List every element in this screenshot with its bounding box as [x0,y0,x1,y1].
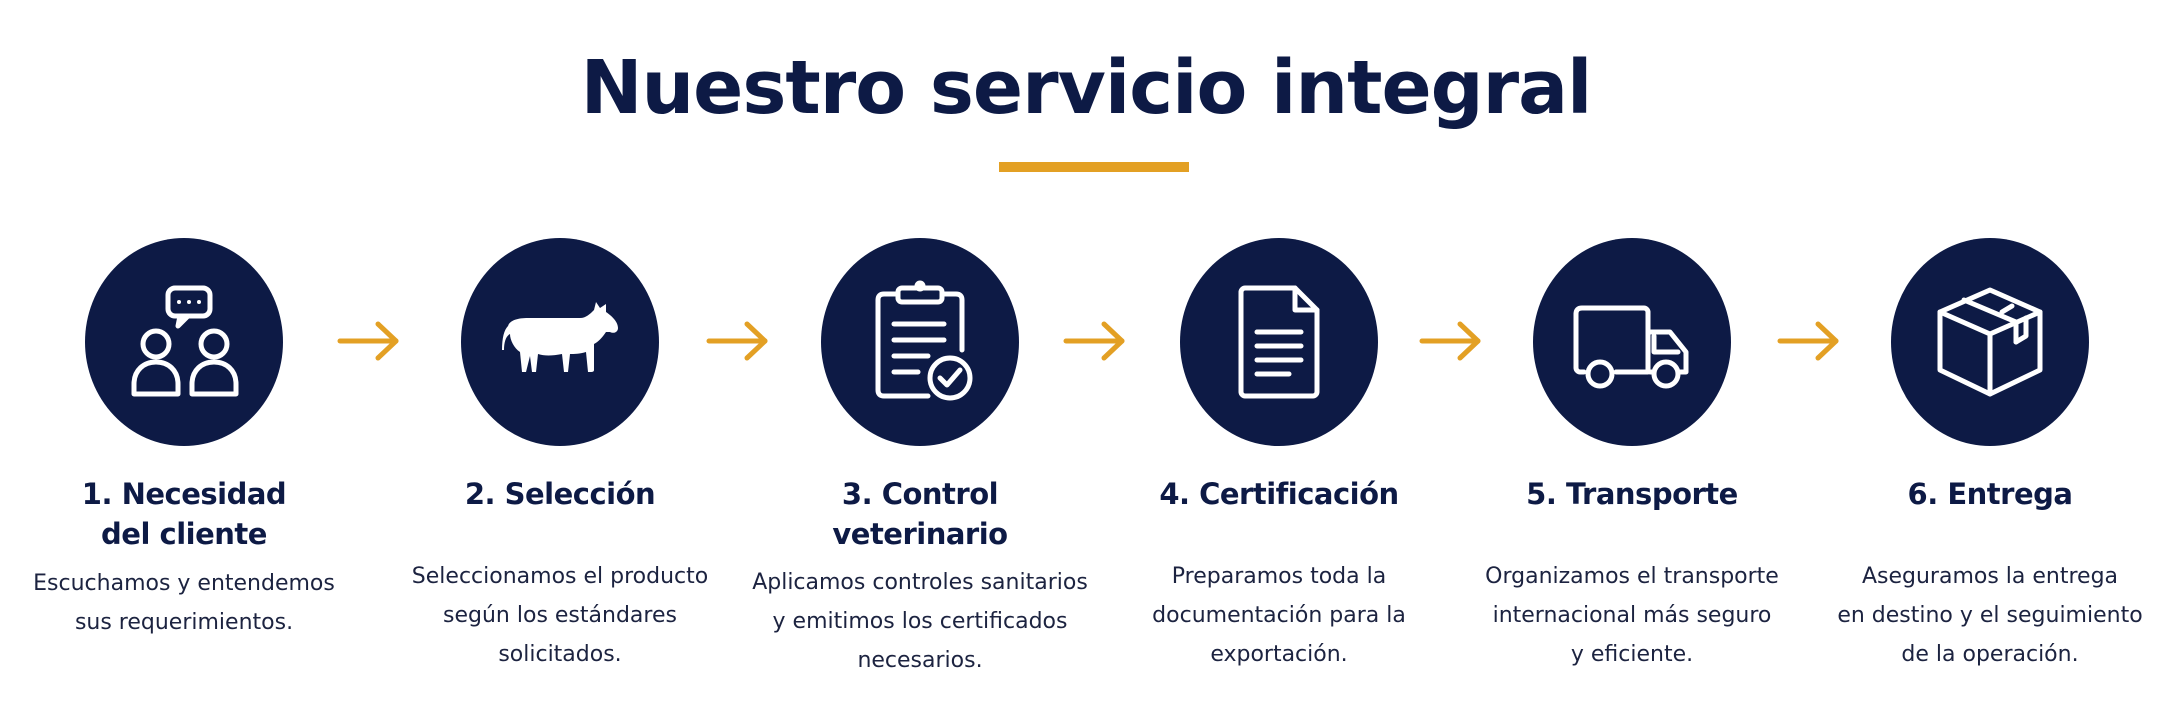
arrow-right-icon [337,321,399,361]
step-title-line: veterinario [832,517,1008,551]
step-2-title: 2. Selección [410,474,710,514]
step-5-circle [1533,238,1731,446]
step-title-line: 2. Selección [464,477,656,511]
step-6-circle [1891,238,2089,446]
step-desc-line: sus requerimientos. [74,610,294,635]
step-1-description: Escuchamos y entendemos sus requerimient… [14,564,354,642]
arrow-right-icon [706,321,768,361]
step-3-title: 3. Control veterinario [770,474,1070,554]
step-1-title: 1. Necesidad del cliente [34,474,334,554]
step-desc-line: y eficiente. [1570,642,1694,667]
step-desc-line: Preparamos toda la [1171,564,1387,589]
step-desc-line: en destino y el seguimiento [1837,603,2143,628]
step-desc-line: de la operación. [1901,642,2079,667]
step-desc-line: Organizamos el transporte [1485,564,1779,589]
document-icon [1238,285,1320,399]
clipboard-check-icon [875,280,973,401]
step-title-line: 1. Necesidad [81,477,287,511]
arrow-right-icon [1419,321,1481,361]
step-desc-line: Aplicamos controles sanitarios [752,570,1088,595]
page-title: Nuestro servicio integral [580,45,1593,131]
step-desc-line: y emitimos los certificados [772,609,1068,634]
step-4-circle [1180,238,1378,446]
step-3-circle [821,238,1019,446]
box-icon [1937,287,2043,397]
step-desc-line: Escuchamos y entendemos [33,571,335,596]
step-desc-line: según los estándares [443,603,677,628]
step-desc-line: documentación para la [1152,603,1406,628]
people-chat-icon [131,285,239,397]
step-4-description: Preparamos toda la documentación para la… [1109,557,1449,674]
step-1-circle [85,238,283,446]
step-title-line: del cliente [101,517,267,551]
step-6-description: Aseguramos la entrega en destino y el se… [1820,557,2160,674]
step-5-description: Organizamos el transporte internacional … [1462,557,1802,674]
step-2-description: Seleccionamos el producto según los está… [390,557,730,674]
step-title-line: 6. Entrega [1907,477,2073,511]
cow-icon [502,302,618,372]
arrow-right-icon [1777,321,1839,361]
step-desc-line: exportación. [1210,642,1348,667]
truck-icon [1573,305,1689,389]
step-desc-line: Seleccionamos el producto [411,564,709,589]
step-desc-line: Aseguramos la entrega [1861,564,2119,589]
step-title-line: 5. Transporte [1526,477,1738,511]
step-6-title: 6. Entrega [1840,474,2140,514]
title-underline [999,162,1189,172]
step-title-line: 3. Control [841,477,999,511]
step-desc-line: necesarios. [857,648,983,673]
step-3-description: Aplicamos controles sanitarios y emitimo… [750,563,1090,680]
step-4-title: 4. Certificación [1129,474,1429,514]
arrow-right-icon [1063,321,1125,361]
step-desc-line: solicitados. [498,642,622,667]
step-2-circle [461,238,659,446]
step-5-title: 5. Transporte [1482,474,1782,514]
step-desc-line: internacional más seguro [1492,603,1772,628]
step-title-line: 4. Certificación [1159,477,1399,511]
